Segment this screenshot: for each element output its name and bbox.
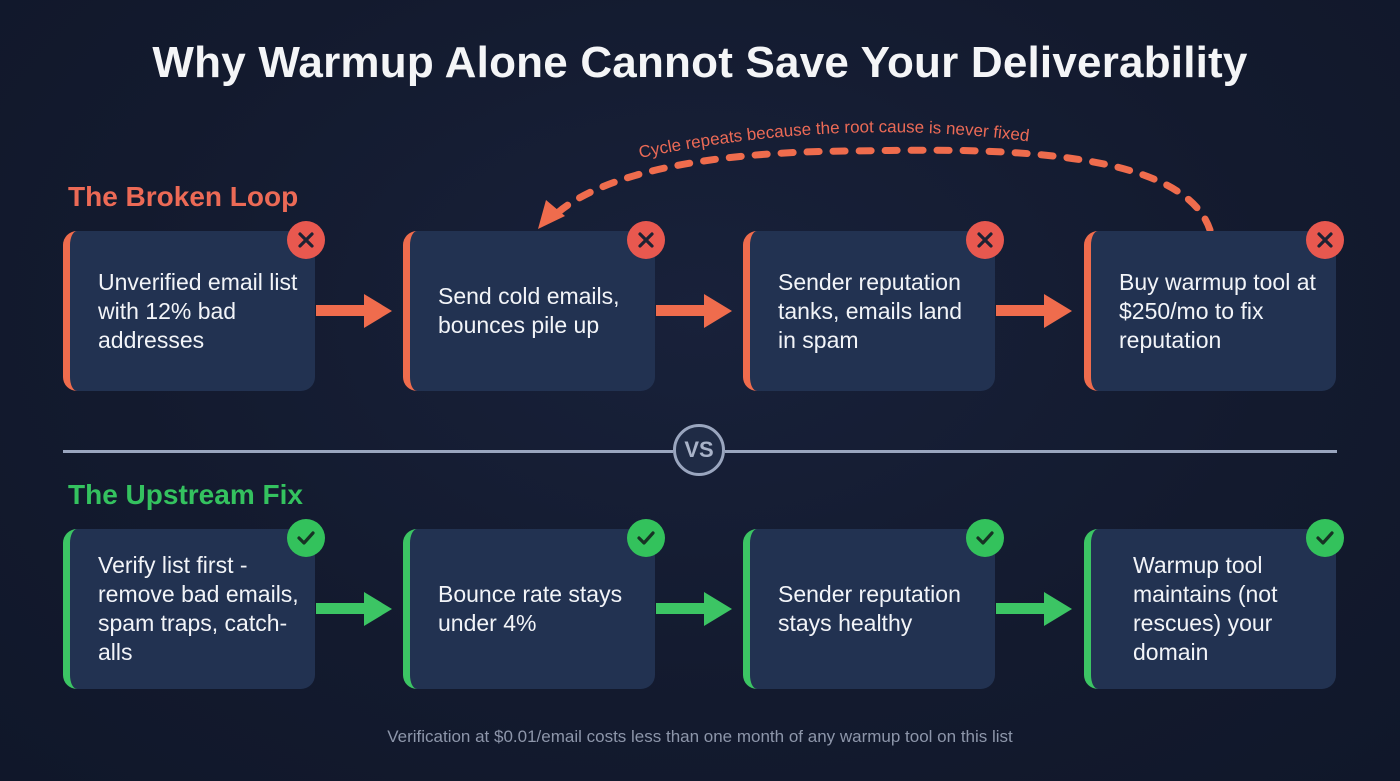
- broken-step-card: Buy warmup tool at $250/mo to fix reputa…: [1084, 231, 1336, 391]
- footer-note: Verification at $0.01/email costs less t…: [387, 727, 1013, 746]
- arrow-right-icon: [656, 294, 732, 328]
- upstream-fix-heading: The Upstream Fix: [68, 479, 303, 510]
- cycle-annotation: Cycle repeats because the root cause is …: [637, 117, 1030, 162]
- arrow-right-icon: [656, 592, 732, 626]
- x-icon: [966, 221, 1004, 259]
- step-text: Buy warmup tool at $250/mo to fix reputa…: [1119, 268, 1316, 353]
- check-icon: [627, 519, 665, 557]
- arrow-right-icon: [316, 294, 392, 328]
- x-icon: [1306, 221, 1344, 259]
- arrow-right-icon: [316, 592, 392, 626]
- step-text: Verify list first - remove bad emails, s…: [98, 552, 299, 665]
- arrow-right-icon: [996, 294, 1072, 328]
- divider-line: [63, 450, 673, 453]
- step-text: Send cold emails, bounces pile up: [438, 283, 620, 338]
- step-text: Sender reputation tanks, emails land in …: [778, 268, 963, 353]
- check-icon: [966, 519, 1004, 557]
- arrow-right-icon: [996, 592, 1072, 626]
- step-text: Bounce rate stays under 4%: [438, 581, 623, 636]
- broken-step-card: Send cold emails, bounces pile up: [403, 231, 655, 391]
- x-icon: [627, 221, 665, 259]
- fix-step-card: Sender reputation stays healthy: [743, 529, 995, 689]
- divider-line: [725, 450, 1337, 453]
- step-text: Sender reputation stays healthy: [778, 581, 961, 636]
- broken-loop-heading: The Broken Loop: [68, 181, 299, 212]
- check-icon: [287, 519, 325, 557]
- page-title: Why Warmup Alone Cannot Save Your Delive…: [152, 38, 1248, 87]
- fix-step-card: Verify list first - remove bad emails, s…: [63, 529, 315, 689]
- broken-step-card: Sender reputation tanks, emails land in …: [743, 231, 995, 391]
- vs-badge: VS: [673, 424, 725, 476]
- step-text: Unverified email list with 12% bad addre…: [98, 268, 298, 353]
- step-text: Warmup tool maintains (not rescues) your…: [1133, 552, 1278, 665]
- check-icon: [1306, 519, 1344, 557]
- fix-step-card: Bounce rate stays under 4%: [403, 529, 655, 689]
- broken-step-card: Unverified email list with 12% bad addre…: [63, 231, 315, 391]
- fix-step-card: Warmup tool maintains (not rescues) your…: [1084, 529, 1336, 689]
- x-icon: [287, 221, 325, 259]
